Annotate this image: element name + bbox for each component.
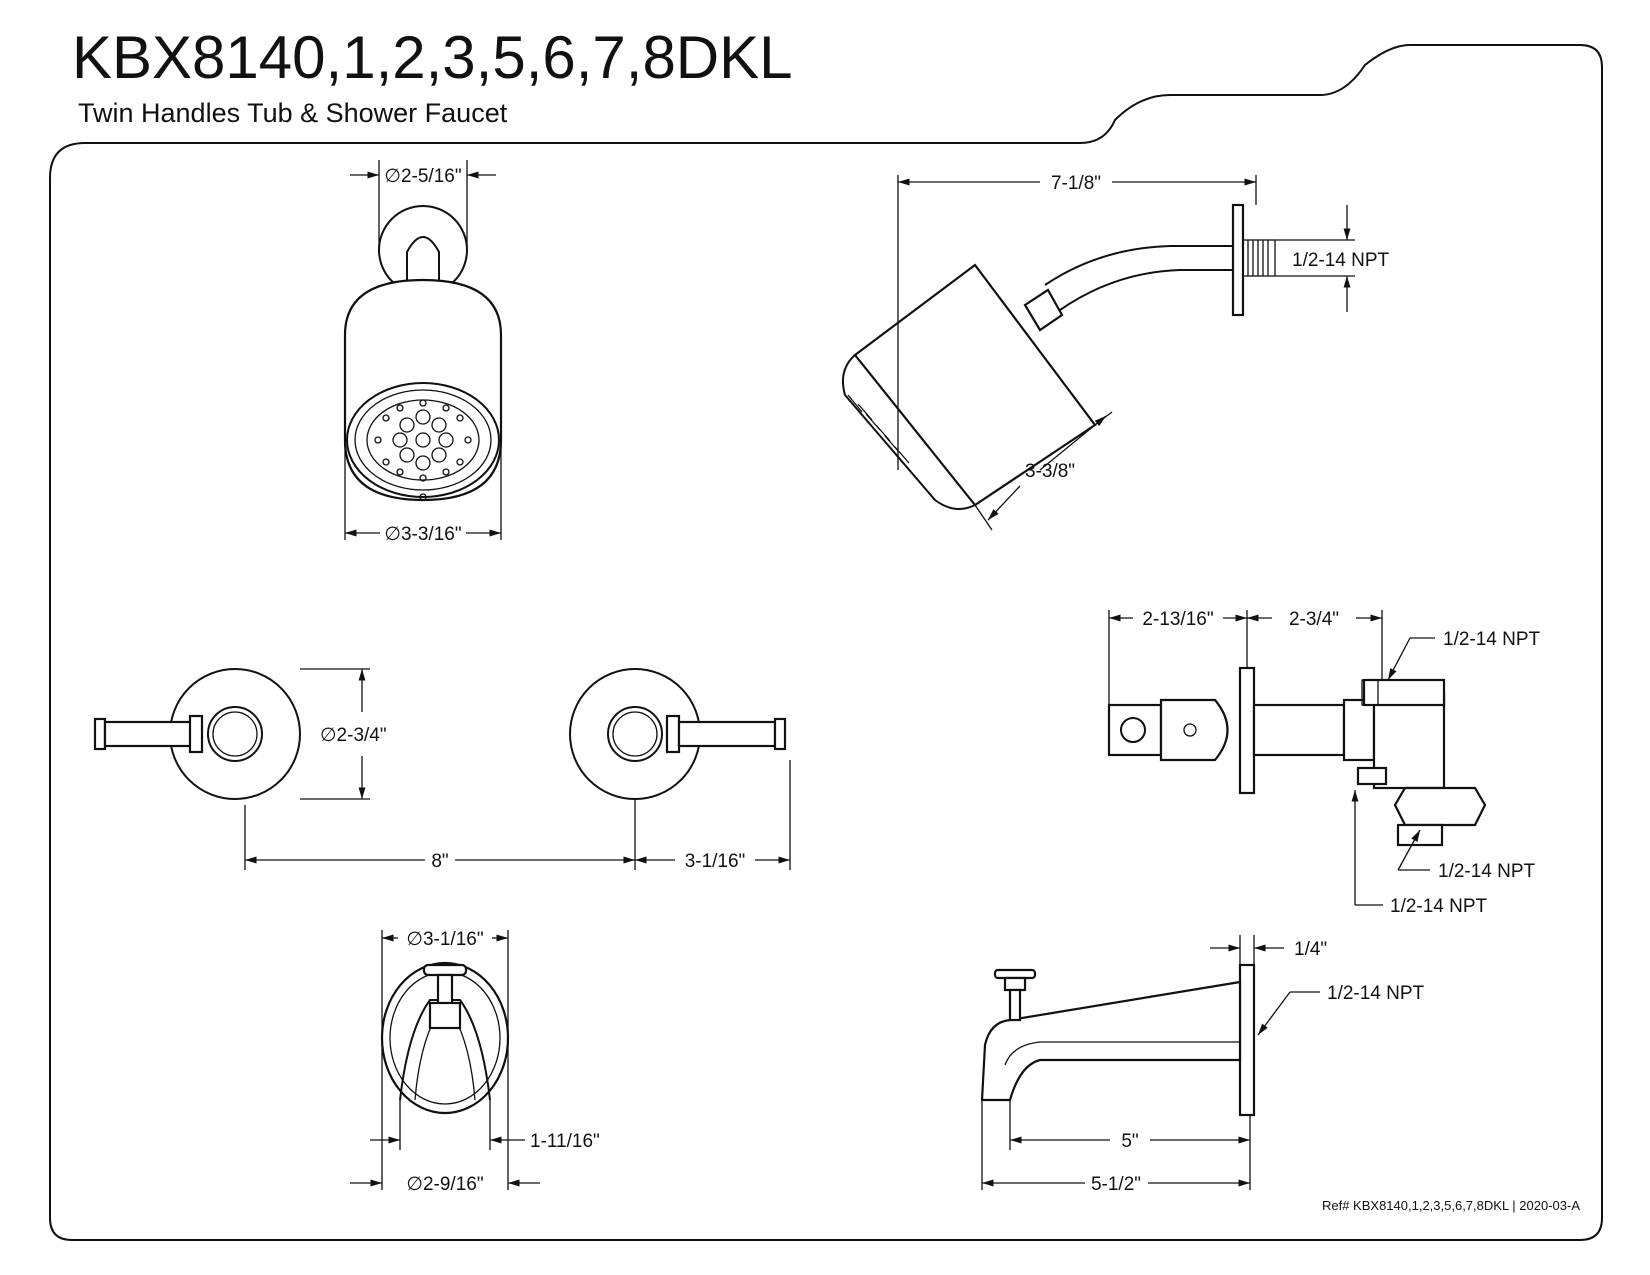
- diverter-front-view: [380, 961, 510, 1115]
- dim-label: 3-3/8": [1025, 461, 1075, 482]
- drawing-frame: [49, 44, 1603, 1241]
- dim-label: 1/4": [1294, 939, 1327, 960]
- dim-label: ∅2-3/4": [320, 725, 387, 746]
- dim-showerhead-bottom: ∅3-3/16": [344, 440, 502, 545]
- drawing-subtitle: Twin Handles Tub & Shower Faucet: [78, 98, 508, 128]
- right-handle: [569, 668, 787, 800]
- dim-label: ∅3-1/16": [406, 929, 483, 950]
- dim-label: 8": [431, 851, 448, 872]
- dim-label: ∅3-3/16": [384, 524, 461, 545]
- dim-shower-arm-thread: 1/2-14 NPT: [1275, 205, 1390, 312]
- dim-valve-depth: 2-13/16" 2-3/4": [1108, 609, 1383, 705]
- dim-handle-spacing: 8" 3-1/16": [244, 760, 791, 872]
- dim-spout-thread: 1/2-14 NPT: [1257, 983, 1425, 1036]
- dim-showerhead-height: 3-3/8": [974, 411, 1113, 531]
- dim-showerhead-top: ∅2-5/16": [350, 160, 496, 250]
- dim-shower-reach: 7-1/8": [897, 173, 1257, 470]
- dim-label: 5-1/2": [1091, 1174, 1141, 1195]
- dim-label: 5": [1121, 1131, 1138, 1152]
- valve-body-side-view: [1107, 666, 1487, 847]
- dim-label: 1-11/16": [530, 1131, 600, 1152]
- dim-spout-flange: 1/4": [1210, 935, 1327, 965]
- dim-label: ∅2-5/16": [384, 166, 461, 187]
- dim-label: ∅2-9/16": [406, 1174, 483, 1195]
- dim-label: 1/2-14 NPT: [1390, 896, 1488, 917]
- dim-spout-reach: 5" 5-1/2": [981, 1100, 1251, 1195]
- dim-handle-flange: ∅2-3/4": [300, 668, 387, 800]
- dim-label: 1/2-14 NPT: [1292, 250, 1390, 271]
- drawing-title: KBX8140,1,2,3,5,6,7,8DKL: [72, 24, 793, 91]
- reference-note: Ref# KBX8140,1,2,3,5,6,7,8DKL | 2020-03-…: [1322, 1198, 1580, 1213]
- dim-diverter-top: ∅3-1/16": [381, 929, 509, 1038]
- valve-thread-callouts: 1/2-14 NPT 1/2-14 NPT 1/2-14 NPT: [1351, 629, 1541, 917]
- dim-diverter-width: 1-11/16": [370, 1100, 600, 1152]
- dim-label: 3-1/16": [685, 851, 746, 872]
- dim-label: 1/2-14 NPT: [1327, 983, 1425, 1004]
- dim-label: 1/2-14 NPT: [1438, 861, 1536, 882]
- dim-label: 2-13/16": [1142, 609, 1213, 630]
- showerhead-front-view: [343, 205, 503, 502]
- dim-diverter-bottom: ∅2-9/16": [350, 1038, 540, 1195]
- tub-spout-side-view: [980, 963, 1256, 1117]
- dim-label: 1/2-14 NPT: [1443, 629, 1541, 650]
- dim-label: 7-1/8": [1051, 173, 1101, 194]
- dim-label: 2-3/4": [1289, 609, 1339, 630]
- left-handle: [93, 668, 301, 800]
